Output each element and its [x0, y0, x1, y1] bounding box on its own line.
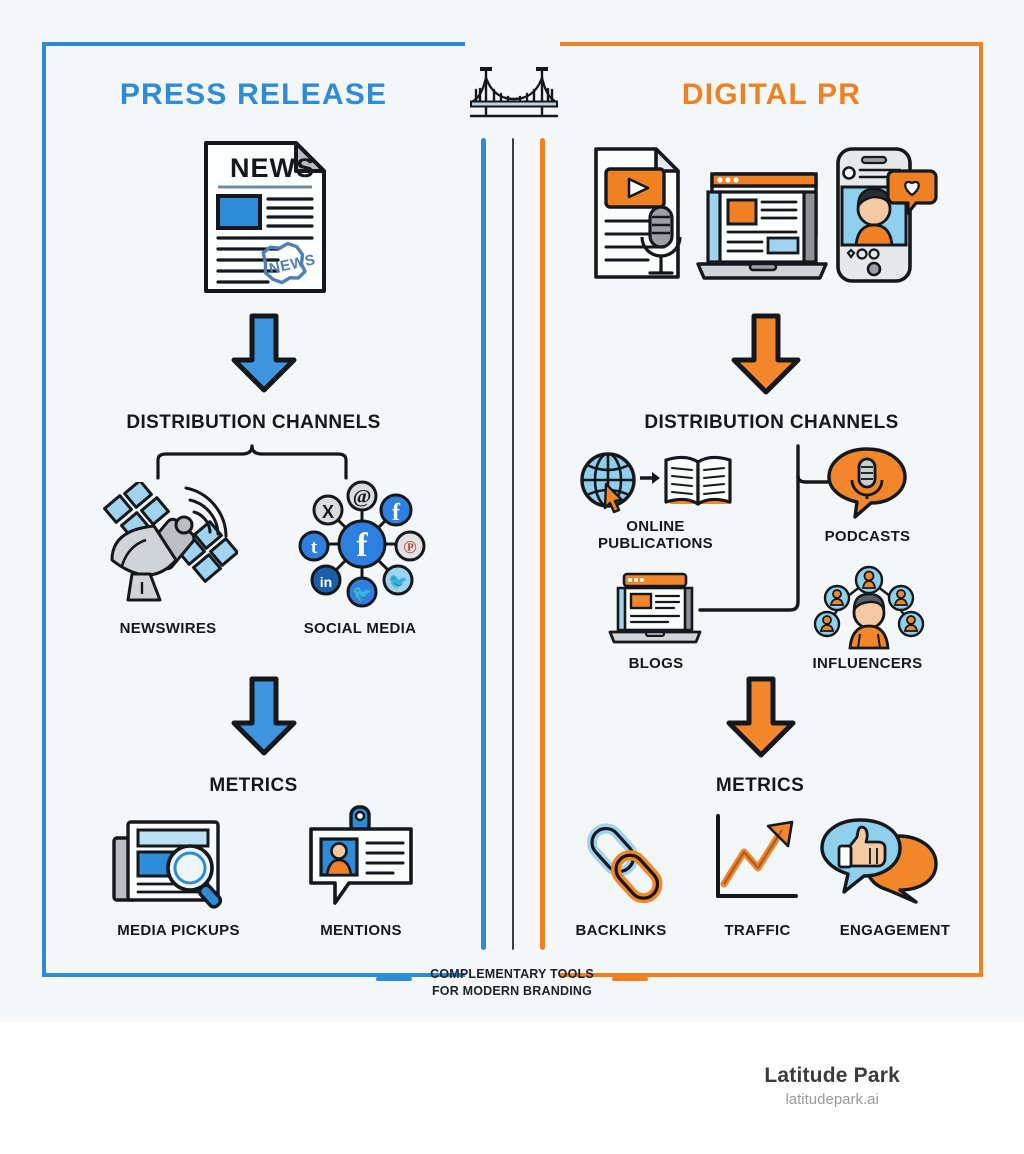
item-label-online-publications: ONLINE PUBLICATIONS	[598, 518, 713, 553]
suspension-bridge-icon	[468, 58, 560, 122]
phone-influencer-icon	[832, 145, 938, 290]
down-arrow-blue-2	[228, 675, 300, 762]
item-label-mentions: MENTIONS	[320, 922, 402, 939]
press-release-title: PRESS RELEASE	[119, 78, 388, 111]
svg-text:f: f	[356, 527, 368, 564]
item-label-influencers: INFLUENCERS	[812, 655, 923, 672]
svg-text:🐦: 🐦	[352, 586, 372, 603]
newspaper-magnifier-icon	[110, 810, 240, 915]
divider-blue	[481, 138, 486, 950]
growth-chart-arrow-icon	[710, 812, 806, 909]
laptop-article-icon	[692, 158, 832, 293]
tagline: COMPLEMENTARY TOOLS FOR MODERN BRANDING	[412, 966, 612, 1000]
item-label-blogs: BLOGS	[628, 655, 684, 672]
item-label-engagement: ENGAGEMENT	[839, 922, 951, 939]
item-label-podcasts: PODCASTS	[824, 528, 911, 545]
down-arrow-orange-1	[728, 312, 804, 401]
id-badge-speech-icon	[305, 805, 417, 915]
down-arrow-orange-2	[723, 675, 799, 764]
brand-url: latitudepark.ai	[785, 1091, 879, 1108]
left-stage-1-label: DISTRIBUTION CHANNELS	[126, 412, 381, 433]
item-label-media-pickups: MEDIA PICKUPS	[117, 922, 240, 939]
globe-open-book-icon	[578, 448, 738, 521]
video-article-mic-icon	[592, 145, 688, 290]
satellite-dish-icon	[98, 479, 239, 612]
divider-center	[512, 138, 514, 950]
social-network-cluster-icon: f f X @ t ℗ in 🐦 🐦	[298, 480, 426, 613]
right-stage-1-label: DISTRIBUTION CHANNELS	[644, 412, 899, 433]
brace-connector-left	[152, 444, 352, 485]
svg-text:in: in	[320, 574, 332, 590]
down-arrow-blue-1	[228, 312, 300, 399]
influencer-group-icon	[810, 562, 928, 655]
svg-text:@: @	[353, 486, 372, 508]
infographic-canvas: PRESS RELEASE DIGITAL PR	[42, 42, 983, 1000]
chain-link-icon	[578, 818, 670, 915]
divider-orange	[540, 138, 545, 950]
svg-text:🐦: 🐦	[388, 574, 408, 591]
svg-text:f: f	[392, 500, 401, 526]
brand-footer: Latitude Park latitudepark.ai	[764, 1064, 900, 1108]
laptop-blog-icon	[608, 572, 704, 653]
right-connector-lines	[680, 440, 860, 635]
tagline-rule-left	[376, 977, 412, 981]
thumbs-up-speech-bubbles-icon	[820, 818, 940, 909]
digital-pr-title: DIGITAL PR	[681, 78, 862, 111]
item-label-traffic: TRAFFIC	[724, 922, 791, 939]
brand-name: Latitude Park	[764, 1064, 900, 1087]
svg-text:X: X	[322, 502, 334, 522]
svg-text:t: t	[311, 537, 318, 558]
tagline-line-1: COMPLEMENTARY TOOLS	[430, 967, 594, 981]
right-stage-2-label: METRICS	[715, 775, 805, 796]
svg-text:NEWS: NEWS	[230, 153, 315, 183]
item-label-backlinks: BACKLINKS	[575, 922, 667, 939]
item-label-newswires: NEWSWIRES	[119, 620, 217, 637]
podcast-microphone-bubble-icon	[825, 447, 909, 524]
item-label-social-media: SOCIAL MEDIA	[303, 620, 417, 637]
news-document-icon: NEWS NEWS	[200, 137, 330, 302]
tagline-rule-right	[612, 977, 648, 981]
left-stage-2-label: METRICS	[209, 775, 298, 796]
tagline-line-2: FOR MODERN BRANDING	[431, 983, 593, 998]
svg-text:℗: ℗	[403, 537, 416, 557]
